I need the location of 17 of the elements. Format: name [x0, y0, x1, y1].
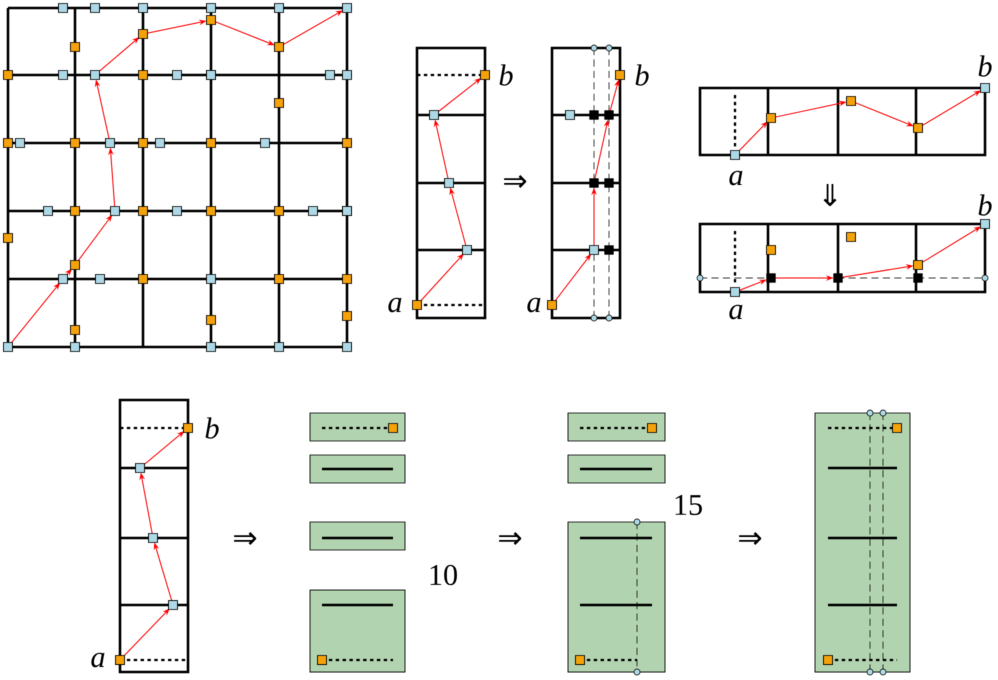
- implication-arrow: ⇒: [739, 532, 762, 545]
- implication-arrow: ⇓: [824, 184, 836, 206]
- point-label: b: [978, 55, 992, 77]
- point-label: a: [527, 298, 540, 312]
- point-label: b: [978, 194, 992, 216]
- point-label: a: [91, 652, 104, 668]
- point-label: a: [729, 170, 742, 186]
- point-label: a: [729, 304, 742, 320]
- count-label: 10: [430, 564, 457, 586]
- implication-arrow: ⇒: [499, 532, 522, 545]
- point-label: b: [500, 64, 513, 86]
- implication-arrow: ⇒: [234, 532, 256, 545]
- point-label: a: [388, 298, 402, 312]
- count-label: 15: [676, 494, 702, 516]
- point-label: b: [206, 417, 219, 439]
- implication-arrow: ⇒: [504, 175, 526, 188]
- point-label: b: [636, 64, 649, 86]
